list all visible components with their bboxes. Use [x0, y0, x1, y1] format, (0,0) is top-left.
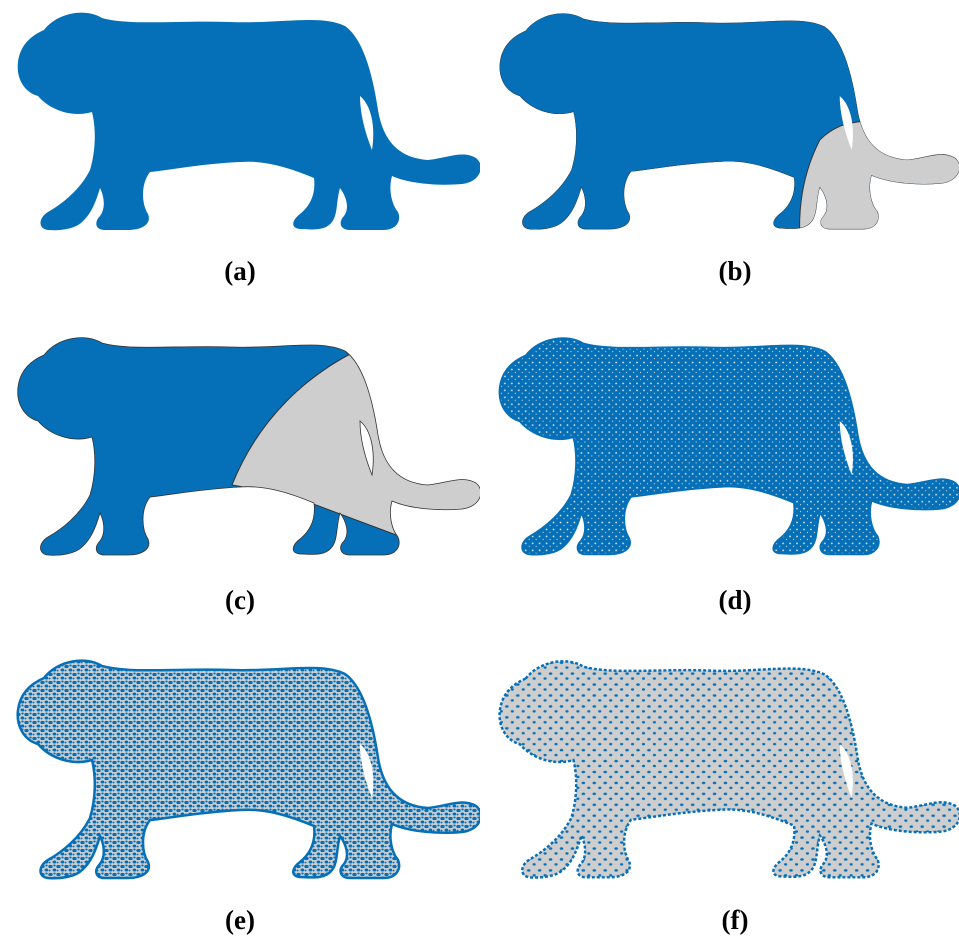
caption-a: (a): [224, 256, 256, 286]
tiger-gray-hindquarters-graphic: [17, 337, 480, 556]
panel-e: [0, 648, 480, 888]
panel-d: [482, 325, 959, 565]
panel-c: [0, 325, 480, 565]
caption-d: (d): [718, 585, 752, 615]
caption-f: (f): [721, 905, 749, 935]
tiger-sparse-dots-graphic: [498, 660, 959, 879]
panel-a: [0, 0, 480, 240]
tiger-partial-gray-rear-graphic: [499, 13, 959, 230]
tiger-medium-dots-graphic: [16, 659, 480, 880]
tiger-solid-graphic: [17, 12, 480, 231]
caption-c: (c): [225, 585, 255, 615]
caption-e: (e): [225, 905, 255, 935]
caption-b: (b): [718, 256, 752, 286]
panel-f: [482, 648, 959, 888]
panel-b: [482, 0, 959, 240]
tiger-dense-dots-graphic: [498, 337, 959, 556]
